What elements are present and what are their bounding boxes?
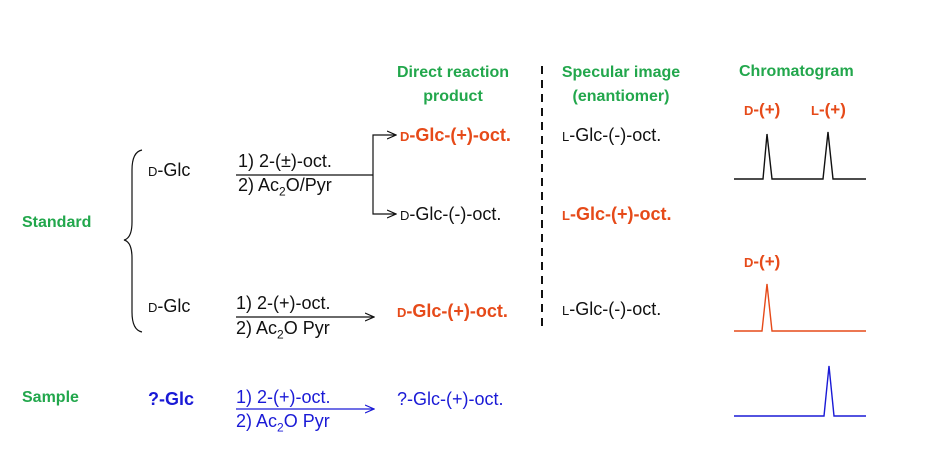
header-direct-reaction-line2: product xyxy=(423,88,483,105)
label-standard: Standard xyxy=(22,214,92,231)
row1-step2: 2) Ac2O/Pyr xyxy=(238,175,332,199)
standard-brace xyxy=(123,149,143,333)
row1-product-d-plus: D-Glc-(+)-oct. xyxy=(400,125,511,145)
peak-label-d-plus-top: D-(+) xyxy=(744,100,781,119)
row3-unknown-sugar: ?-Glc xyxy=(148,389,195,409)
header-direct-reaction: Direct reaction product xyxy=(380,61,526,109)
peak-label-d-plus-middle: D-(+) xyxy=(744,252,781,271)
row3-step1: 1) 2-(+)-oct. xyxy=(236,387,331,407)
row1-upper-branch-arrow xyxy=(372,135,396,175)
row2-enantiomer-l-minus: L-Glc-(-)-oct. xyxy=(562,299,662,319)
row1-lower-branch-arrow xyxy=(372,175,396,214)
label-sample: Sample xyxy=(22,389,79,406)
header-specular-line2: (enantiomer) xyxy=(572,88,670,105)
row3-product: ?-Glc-(+)-oct. xyxy=(397,389,504,409)
header-specular-image: Specular image (enantiomer) xyxy=(548,61,694,109)
row1-enantiomer-l-minus: L-Glc-(-)-oct. xyxy=(562,125,662,145)
row2-step1: 1) 2-(+)-oct. xyxy=(236,293,331,313)
row2-starting-sugar: D-Glc xyxy=(148,296,191,316)
row2-step2: 2) Ac2O Pyr xyxy=(236,318,330,342)
header-specular-line1: Specular image xyxy=(561,64,681,81)
row1-enantiomer-l-plus: L-Glc-(+)-oct. xyxy=(562,204,672,224)
row1-starting-sugar: D-Glc xyxy=(148,160,191,180)
row1-step1: 1) 2-(±)-oct. xyxy=(238,151,332,171)
row1-product-d-minus: D-Glc-(-)-oct. xyxy=(400,204,502,224)
peak-label-l-plus-top: L-(+) xyxy=(811,100,846,119)
row2-product-d-plus: D-Glc-(+)-oct. xyxy=(397,301,508,321)
chromatogram-standard-racemic xyxy=(734,131,866,180)
chromatogram-sample xyxy=(734,365,866,417)
header-direct-reaction-line1: Direct reaction xyxy=(396,64,510,81)
row3-step2: 2) Ac2O Pyr xyxy=(236,411,330,435)
chromatogram-standard-d xyxy=(734,283,866,332)
header-chromatogram: Chromatogram xyxy=(739,63,854,80)
